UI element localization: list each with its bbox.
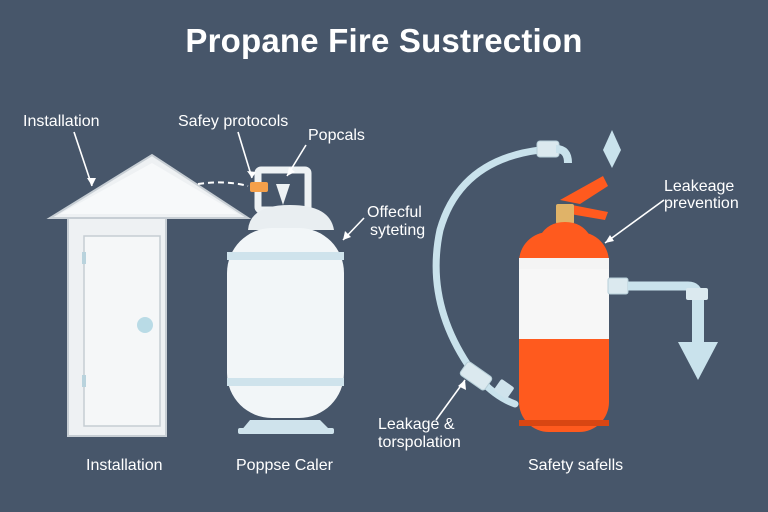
fire-extinguisher bbox=[519, 176, 609, 432]
label-safety-protocols: Safey protocols bbox=[178, 113, 289, 130]
label-safety-safells: Safety safells bbox=[528, 457, 624, 474]
shed-illustration bbox=[46, 153, 252, 437]
label-prevention: prevention bbox=[664, 195, 739, 212]
propane-tank bbox=[227, 166, 344, 434]
diamond-icon bbox=[603, 130, 621, 168]
label-leakeage: Leakeage bbox=[664, 178, 735, 195]
label-installation-top: Installation bbox=[23, 113, 100, 130]
label-leakage-and: Leakage & bbox=[378, 416, 455, 433]
label-installation-bottom: Installation bbox=[86, 457, 163, 474]
hose bbox=[432, 140, 572, 408]
label-popcals: Popcals bbox=[308, 127, 365, 144]
diagram-title: Propane Fire Sustrection bbox=[185, 22, 583, 59]
outlet-pipe bbox=[607, 277, 718, 380]
label-torspolation: torspolation bbox=[378, 434, 461, 451]
label-poppse-caler: Poppse Caler bbox=[236, 457, 333, 474]
label-offecful: Offecful bbox=[367, 204, 422, 221]
arrow-down-icon bbox=[678, 342, 718, 380]
label-syteting: syteting bbox=[370, 222, 426, 239]
